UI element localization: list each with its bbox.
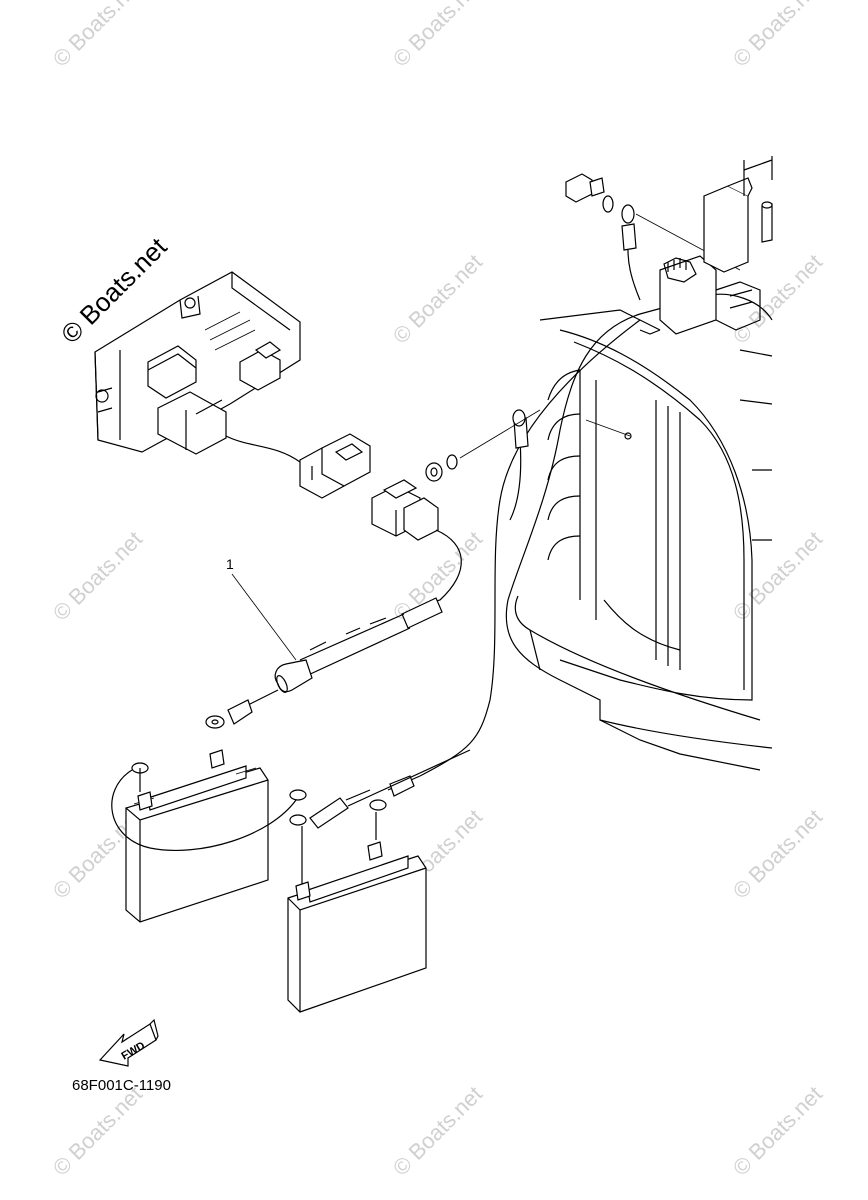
control-unit bbox=[94, 271, 301, 455]
watermark-grid: © Boats.net © Boats.net © Boats.net © Bo… bbox=[48, 0, 827, 1181]
watermark: © Boats.net bbox=[728, 804, 827, 903]
watermark: © Boats.net bbox=[48, 1081, 147, 1180]
callout-1: 1 bbox=[226, 556, 297, 661]
battery-cable-2 bbox=[309, 319, 641, 829]
watermark: © Boats.net bbox=[48, 0, 147, 72]
battery-2 bbox=[287, 799, 427, 1013]
watermark: © Boats.net bbox=[48, 526, 147, 625]
callout-number: 1 bbox=[226, 556, 234, 572]
ecu-lead-wire bbox=[225, 435, 301, 463]
engine-ground-lead bbox=[425, 409, 541, 521]
watermark: © Boats.net bbox=[388, 1081, 487, 1180]
watermark: © Boats.net bbox=[728, 526, 827, 625]
harness-connector-a bbox=[299, 433, 371, 499]
watermark: © Boats.net bbox=[728, 0, 827, 72]
ring-terminal-battery-1 bbox=[205, 689, 279, 729]
ground-bolt-assembly bbox=[565, 173, 741, 301]
battery-cable-tube bbox=[274, 597, 443, 693]
harness-connector-b bbox=[371, 479, 439, 541]
watermark: © Boats.net bbox=[388, 0, 487, 72]
watermark: © Boats.net bbox=[728, 1081, 827, 1180]
watermark: © Boats.net bbox=[388, 249, 487, 348]
fwd-arrow-icon: FWD bbox=[98, 1018, 159, 1067]
battery-1 bbox=[111, 749, 307, 923]
diagram-code: 68F001C-1190 bbox=[72, 1077, 171, 1094]
engine-block bbox=[505, 156, 773, 771]
battery-cable-wire bbox=[419, 529, 462, 607]
